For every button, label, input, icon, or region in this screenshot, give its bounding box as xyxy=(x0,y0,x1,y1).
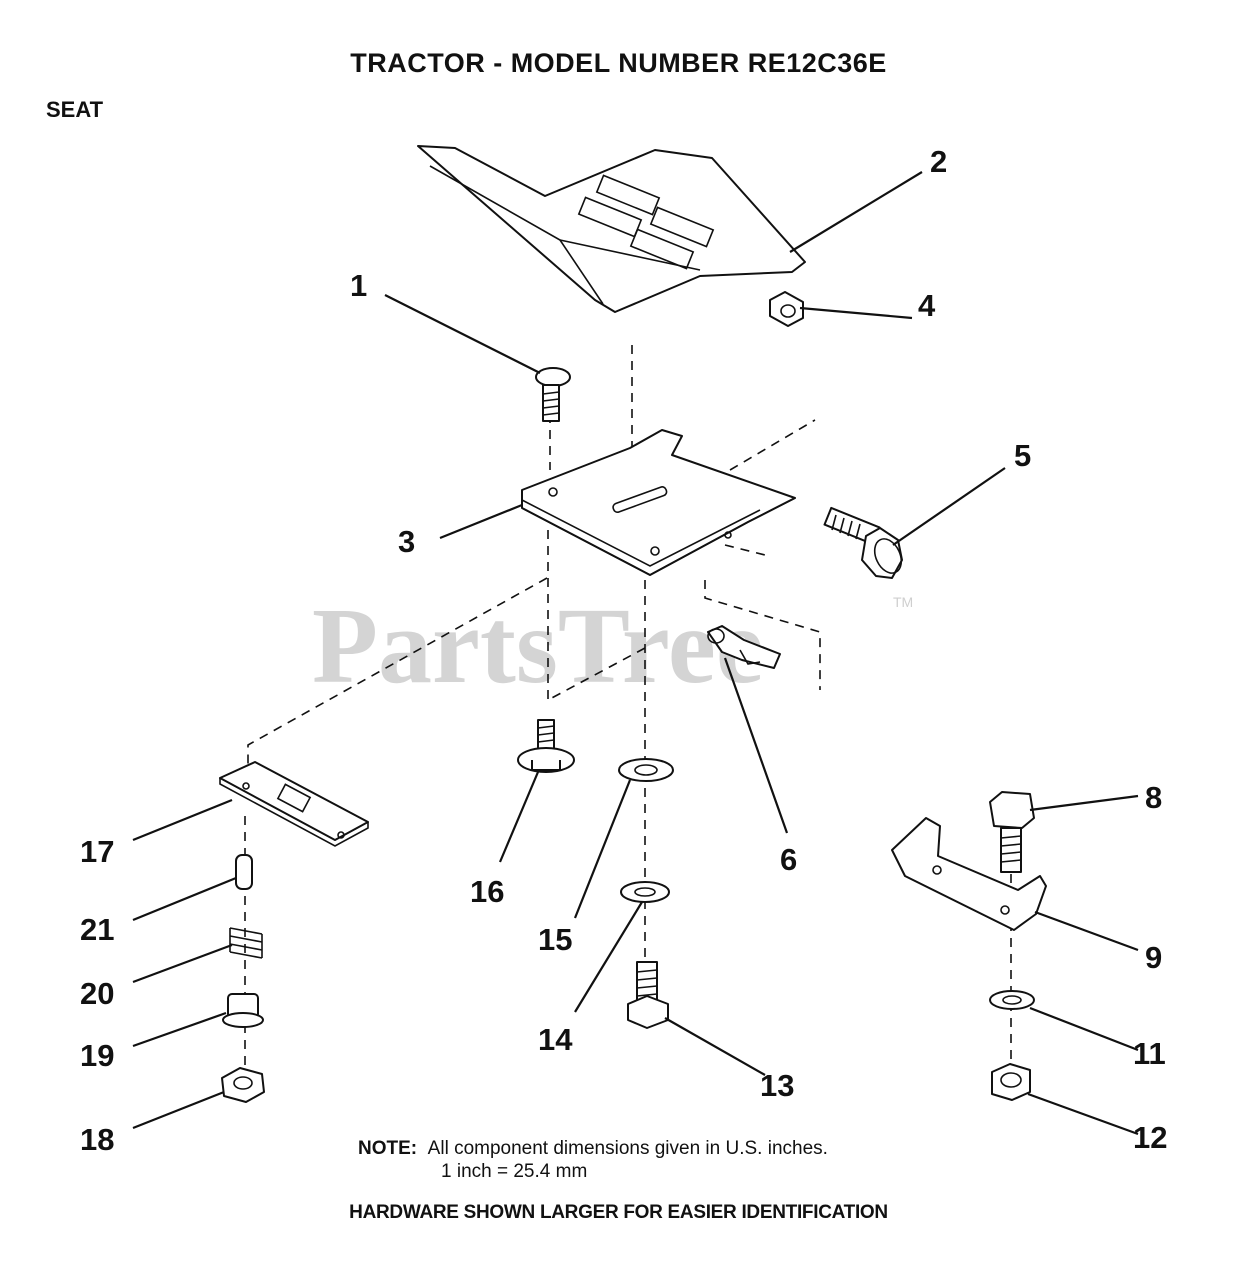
callout-12: 12 xyxy=(1133,1120,1167,1155)
leader-lines xyxy=(132,171,1139,1136)
callout-2: 2 xyxy=(930,144,947,179)
page-title: TRACTOR - MODEL NUMBER RE12C36E xyxy=(350,48,887,78)
shoulder-bolt-part xyxy=(823,506,903,579)
callout-20: 20 xyxy=(80,976,114,1011)
callout-3: 3 xyxy=(398,524,415,559)
washer-part xyxy=(989,990,1035,1010)
spring-part xyxy=(229,927,263,959)
hex-bolt-part-8 xyxy=(989,791,1035,873)
lock-nut-part xyxy=(991,1063,1031,1101)
callout-5: 5 xyxy=(1014,438,1031,473)
callout-15: 15 xyxy=(538,922,572,957)
flange-bolt-part xyxy=(517,719,575,773)
footer-caption: HARDWARE SHOWN LARGER FOR EASIER IDENTIF… xyxy=(349,1202,888,1223)
bracket-part xyxy=(891,817,1047,931)
flange-nut-part xyxy=(221,1067,265,1103)
note-line1: All component dimensions given in U.S. i… xyxy=(427,1138,828,1159)
watermark-text: PartsTree xyxy=(312,587,764,706)
section-label: SEAT xyxy=(46,97,104,122)
pin-part xyxy=(235,854,253,890)
carriage-bolt-part xyxy=(535,367,571,422)
callout-8: 8 xyxy=(1145,780,1162,815)
callout-17: 17 xyxy=(80,834,114,869)
nut-part xyxy=(769,291,804,327)
hex-bolt-part-13 xyxy=(627,961,669,1029)
plunger-cap-part xyxy=(222,993,264,1028)
callout-labels: 1 2 3 4 5 6 8 9 11 12 13 14 15 16 17 18 … xyxy=(80,144,1167,1157)
callout-21: 21 xyxy=(80,912,114,947)
note-label: NOTE: xyxy=(358,1138,418,1159)
lock-washer-part xyxy=(620,881,670,903)
seat-pan-part xyxy=(521,429,796,576)
callout-11: 11 xyxy=(1133,1036,1166,1071)
callout-18: 18 xyxy=(80,1122,114,1157)
callout-19: 19 xyxy=(80,1038,114,1073)
callout-6: 6 xyxy=(780,842,797,877)
note-line2: 1 inch = 25.4 mm xyxy=(441,1161,588,1182)
seat-part xyxy=(417,145,806,313)
callout-16: 16 xyxy=(470,874,504,909)
slide-plate-part xyxy=(219,761,369,847)
assembly-lines xyxy=(244,345,1012,1075)
flat-washer-part xyxy=(618,758,674,782)
watermark-trademark: TM xyxy=(893,594,913,610)
callout-13: 13 xyxy=(760,1068,794,1103)
switch-clip-part xyxy=(707,625,781,669)
dimension-note: NOTE: All component dimensions given in … xyxy=(358,1137,828,1183)
callout-14: 14 xyxy=(538,1022,573,1057)
callout-1: 1 xyxy=(350,268,367,303)
callout-4: 4 xyxy=(918,288,936,323)
callout-9: 9 xyxy=(1145,940,1162,975)
